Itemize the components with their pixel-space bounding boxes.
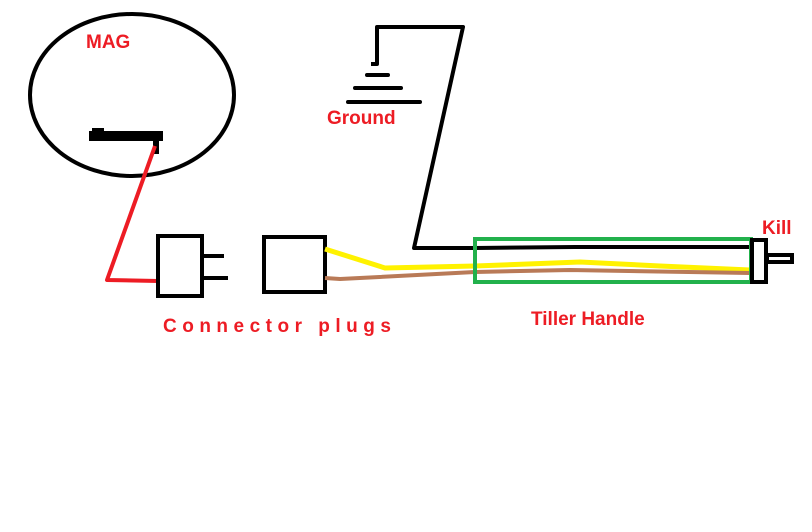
ground-label: Ground: [327, 108, 396, 129]
kill-switch-body: [750, 238, 768, 284]
connector-plug-female: [262, 235, 327, 294]
magneto-terminal: [89, 131, 163, 141]
kill-label: Kill: [762, 218, 792, 239]
magneto-wire-red: [105, 145, 159, 283]
magneto-housing: [28, 12, 236, 178]
tiller-handle-label: Tiller Handle: [531, 309, 645, 330]
connector-plugs-label: Connector plugs: [163, 316, 396, 337]
connector-plug-male: [156, 234, 204, 298]
ground-wire-black: [371, 25, 750, 250]
kill-switch-button: [765, 253, 794, 264]
wire-brown: [324, 268, 751, 281]
wire-yellow: [324, 246, 751, 273]
mag-label: MAG: [86, 32, 130, 53]
magneto-terminal-stub: [92, 128, 104, 133]
